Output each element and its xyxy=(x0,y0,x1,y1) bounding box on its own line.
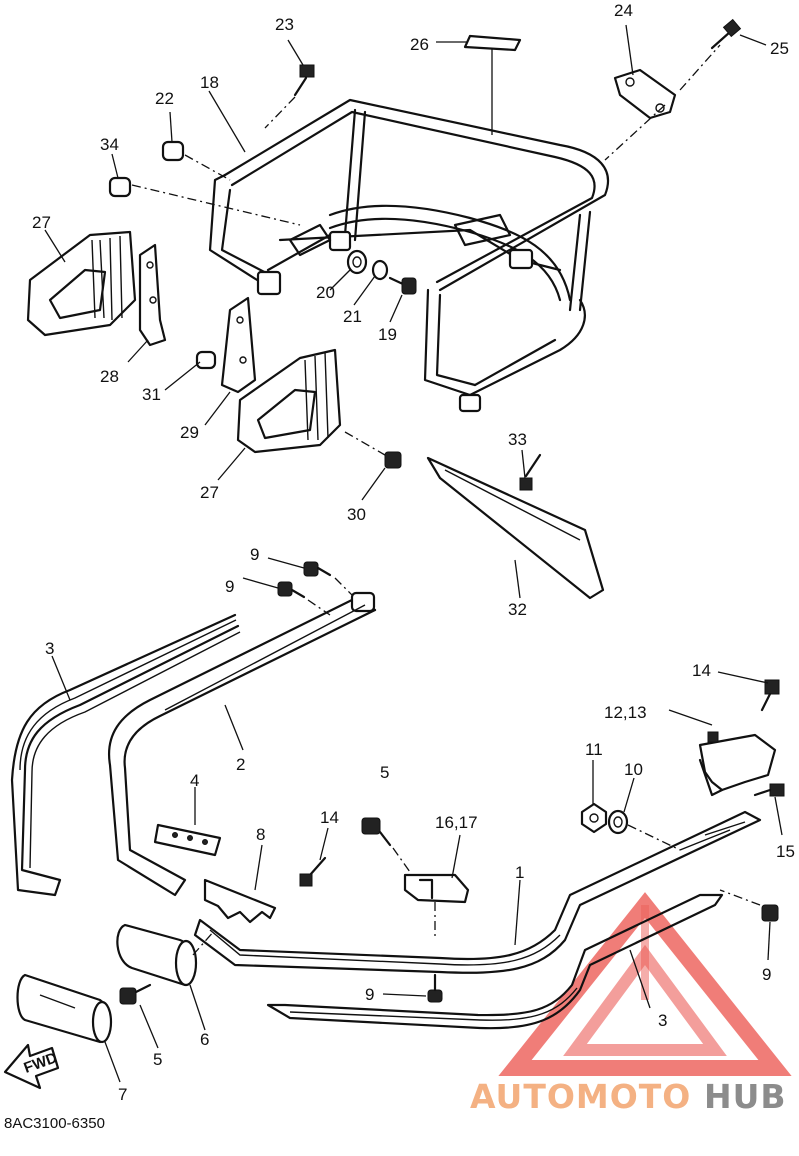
callout-27-left: 27 xyxy=(32,213,51,232)
callout-29: 29 xyxy=(180,423,199,442)
collar-34 xyxy=(108,176,301,226)
grip-end-7 xyxy=(16,973,113,1044)
callout-32: 32 xyxy=(508,600,527,619)
screw-14-mid xyxy=(299,856,327,887)
bracket-28 xyxy=(138,243,167,347)
callout-7: 7 xyxy=(118,1085,127,1104)
callout-22: 22 xyxy=(155,89,174,108)
bolt-23 xyxy=(264,64,315,129)
leader-lines xyxy=(44,24,783,1083)
callout-28: 28 xyxy=(100,367,119,386)
callout-labels: 23 26 24 25 18 22 34 27 20 21 19 28 31 2… xyxy=(32,1,795,1104)
bolt-9-bottom xyxy=(427,973,443,1003)
clamp-16-17 xyxy=(403,873,470,940)
callout-31: 31 xyxy=(142,385,161,404)
screw-33 xyxy=(519,453,542,491)
callout-20: 20 xyxy=(316,283,335,302)
grip-6 xyxy=(116,923,216,987)
watermark-part1: AUTOMOTO xyxy=(470,1077,691,1116)
fwd-arrow-icon: FWD xyxy=(3,1043,60,1090)
callout-27-right: 27 xyxy=(200,483,219,502)
bolt-19 xyxy=(388,276,417,295)
callout-12-13: 12,13 xyxy=(604,703,647,722)
callout-11: 11 xyxy=(585,740,603,759)
callout-9-a: 9 xyxy=(250,545,259,564)
screw-14-right xyxy=(760,679,780,712)
rubber-strip-3-left xyxy=(10,613,241,897)
callout-33: 33 xyxy=(508,430,527,449)
watermark-text: AUTOMOTO HUB xyxy=(470,1077,787,1116)
callout-26: 26 xyxy=(410,35,429,54)
callout-4: 4 xyxy=(190,771,199,790)
collar-31 xyxy=(195,350,217,370)
bolt-5-mid xyxy=(361,817,411,873)
callout-2: 2 xyxy=(236,755,245,774)
callout-25: 25 xyxy=(770,39,789,58)
frame-tube-2 xyxy=(107,591,377,897)
callout-10: 10 xyxy=(624,760,643,779)
callout-9-right: 9 xyxy=(762,965,771,984)
bolt-5-lower xyxy=(119,983,152,1005)
washer-20 xyxy=(346,249,368,275)
callout-24: 24 xyxy=(614,1,633,20)
callout-30: 30 xyxy=(347,505,366,524)
callout-15: 15 xyxy=(776,842,795,861)
callout-6: 6 xyxy=(200,1030,209,1049)
callout-34: 34 xyxy=(100,135,119,154)
screw-15 xyxy=(753,783,785,797)
diagram-code: 8AC3100-6350 xyxy=(4,1115,105,1132)
callout-21: 21 xyxy=(343,307,362,326)
callout-14-right: 14 xyxy=(692,661,711,680)
bolt-9-upper-b xyxy=(277,581,331,616)
bracket-8 xyxy=(203,878,277,924)
callout-9-b: 9 xyxy=(225,577,234,596)
collar-22 xyxy=(161,140,231,181)
bolt-30 xyxy=(384,451,402,469)
washer-21 xyxy=(371,259,389,281)
bolt-9-upper-a xyxy=(303,561,356,599)
carrier-frame xyxy=(208,98,610,413)
callout-8: 8 xyxy=(256,825,265,844)
callout-3-lower: 3 xyxy=(658,1011,667,1030)
bracket-12-13 xyxy=(698,731,777,797)
callout-23: 23 xyxy=(275,15,294,34)
rubber-strip-3-lower xyxy=(266,893,724,1030)
bolt-25 xyxy=(710,18,742,50)
callout-5-mid: 5 xyxy=(380,763,389,782)
callout-16-17: 16,17 xyxy=(435,813,478,832)
callout-3-left: 3 xyxy=(45,639,54,658)
washer-10 xyxy=(607,809,681,851)
callout-9-bottom: 9 xyxy=(365,985,374,1004)
plate-26 xyxy=(463,34,522,135)
bolt-9-right xyxy=(719,889,779,922)
watermark-part2: HUB xyxy=(704,1077,787,1116)
callout-19: 19 xyxy=(378,325,397,344)
side-cover-27-left xyxy=(26,230,137,337)
callout-18: 18 xyxy=(200,73,219,92)
callout-1: 1 xyxy=(515,863,524,882)
bracket-24 xyxy=(604,44,721,161)
callout-5-lower: 5 xyxy=(153,1050,162,1069)
side-cover-27-right xyxy=(236,348,386,456)
bracket-29 xyxy=(220,296,257,394)
callout-14-mid: 14 xyxy=(320,808,339,827)
plate-32 xyxy=(426,456,605,600)
main-frame-1 xyxy=(193,810,762,974)
nut-11 xyxy=(580,802,608,834)
bracket-4 xyxy=(153,823,222,857)
